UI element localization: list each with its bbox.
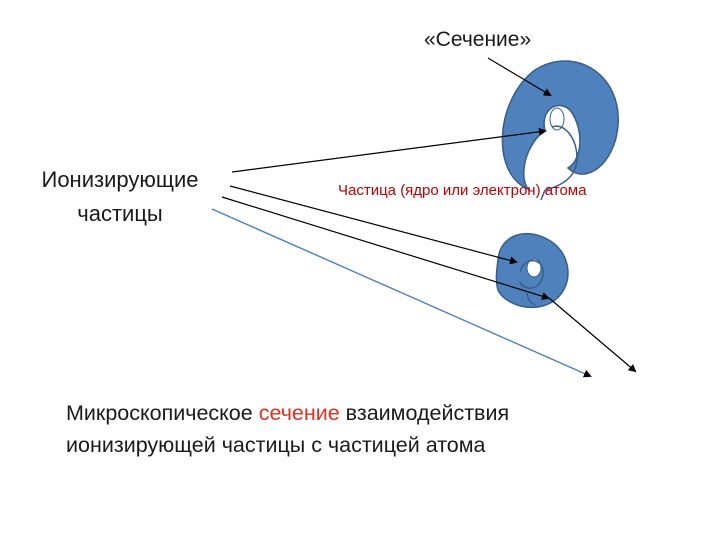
blue-unscattered-ray xyxy=(211,208,592,378)
caption-highlight-word: сечение xyxy=(258,401,340,425)
caption: Микроскопическое сечение взаимодействия … xyxy=(66,397,666,461)
caption-line-2: ионизирующей частицы с частицей атома xyxy=(66,433,486,457)
ray-3-to-small-spiral xyxy=(221,196,550,301)
title-pointer-line xyxy=(487,57,552,97)
deflected-ray xyxy=(548,297,637,373)
ionizing-particles-line-1: Ионизирующие xyxy=(41,167,199,192)
caption-line-1-after: взаимодействия xyxy=(339,401,510,425)
caption-line-1-before: Микроскопическое xyxy=(66,401,259,425)
large-spiral-cross-section xyxy=(501,60,619,201)
ray-2-to-small-spiral xyxy=(229,185,518,265)
ray-1-to-large-spiral xyxy=(231,127,547,173)
small-spiral-cross-section xyxy=(495,232,569,309)
caption-line-1: Микроскопическое сечение взаимодействия xyxy=(66,397,666,429)
ionizing-particles-line-2: частицы xyxy=(77,201,163,226)
cross-section-title: «Сечение» xyxy=(424,28,532,51)
atom-particle-label: Частица (ядро или электрон) атома xyxy=(338,182,587,199)
ionizing-particles-label: Ионизирующие частицы xyxy=(20,163,220,231)
